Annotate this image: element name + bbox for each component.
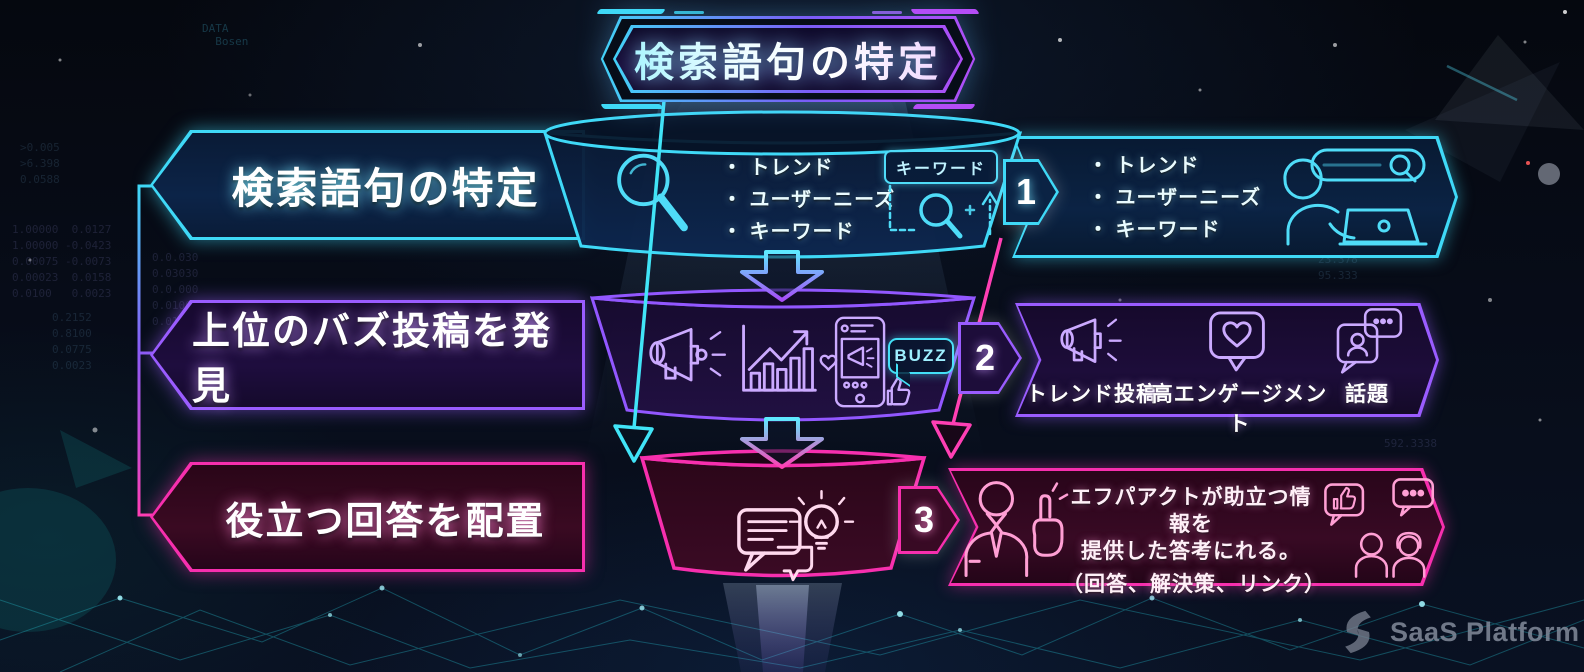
panel-3-text: エフパアクトが助立つ情報を 提供した答考にれる。 （回答、解決策、リンク）	[1062, 484, 1326, 598]
bg-data-label: DATA Bosen	[202, 22, 249, 48]
banner-step-3-label: 役立つ回答を配置	[225, 500, 546, 543]
chat-person-icon	[1336, 308, 1403, 374]
banner-step-1: 検索語句の特定	[150, 130, 585, 240]
bullet: ・ キーワード	[1088, 219, 1221, 241]
title-accent	[910, 9, 980, 14]
banner-step-2: 上位のバズ投稿を発見	[150, 300, 585, 410]
keyword-tag: キーワード	[884, 150, 999, 184]
keyword-tag-label: キーワード	[884, 150, 999, 184]
panel-step-1	[1012, 136, 1458, 258]
social-post-phone-icon	[819, 316, 911, 408]
plexus-nodes	[117, 585, 1425, 657]
search-icon	[617, 153, 688, 232]
panel-2-label-topic: 話題	[1345, 383, 1389, 406]
title-accent	[674, 11, 704, 14]
panel-3-line-1: エフパアクトが助立つ情報を	[1070, 486, 1312, 536]
title-badge: 検索語句の特定	[588, 9, 988, 109]
panel-3-line-3: （回答、解決策、リンク）	[1062, 573, 1326, 596]
growth-chart-icon	[742, 324, 817, 392]
bg-numbers-right-2: 592.3338	[1384, 437, 1437, 450]
bullet: ・ ユーザーニーズ	[722, 189, 896, 211]
banner-step-3: 役立つ回答を配置	[150, 462, 585, 572]
decor-triangle	[1435, 35, 1584, 130]
decor-circle	[1538, 163, 1560, 185]
bg-numbers-left-2: 1.00000 0.0127 1.00000 -0.0423 0.00075 -…	[12, 223, 112, 300]
megaphone-icon	[1060, 318, 1122, 363]
panel-step-1-bullets: ・ トレンド ・ ユーザーニーズ ・ キーワード	[1088, 150, 1261, 246]
title-accent	[596, 9, 666, 14]
bg-numbers-left-3: 0.2152 0.8100 0.0775 0.0023	[52, 311, 92, 372]
bullet: ・ キーワード	[722, 221, 855, 243]
person-pointing-icon	[964, 481, 1069, 577]
panel-step-3	[948, 468, 1445, 586]
answer-idea-icon	[737, 489, 855, 582]
bullet: ・ トレンド	[1088, 155, 1200, 177]
buzz-bubble-label: BUZZ	[888, 338, 954, 374]
buzz-bubble: BUZZ	[888, 338, 954, 387]
brand-name: SaaS Platform	[1390, 616, 1580, 647]
step-2-number: 2	[974, 337, 996, 378]
step-2-number-badge: 2	[958, 322, 1022, 394]
title-accent	[600, 104, 664, 109]
heart-icon	[819, 354, 838, 371]
bullet: ・ トレンド	[722, 157, 834, 179]
panel-2-label-engagement: 高エンゲージメント	[1151, 383, 1328, 436]
megaphone-icon	[649, 327, 727, 382]
step-1-number-badge: 1	[1003, 159, 1059, 225]
step-connector-line	[137, 184, 153, 517]
banner-step-2-label: 上位のバズ投稿を発見	[192, 311, 553, 408]
brand-logo-icon	[1345, 610, 1371, 654]
heart-bubble-icon	[1209, 311, 1265, 372]
funnel-stage-1-bullets: ・ トレンド ・ ユーザーニーズ ・ キーワード	[722, 152, 895, 248]
banner-step-1-label: 検索語句の特定	[231, 164, 540, 212]
step-3-number-badge: 3	[898, 486, 960, 554]
step-3-number: 3	[913, 499, 935, 540]
decor-blob	[0, 488, 116, 632]
brand-footer: SaaS Platform	[1336, 608, 1580, 656]
title-accent	[872, 11, 902, 14]
panel-3-line-2: 提供した答考にれる。	[1081, 540, 1301, 563]
keyword-search-icon	[888, 184, 999, 239]
title-accent	[912, 104, 976, 109]
bg-numbers-left-1: >0.005 >6.398 0.0588	[20, 141, 60, 186]
user-searching-icon	[1283, 148, 1428, 246]
title-label: 検索語句の特定	[588, 16, 988, 102]
panel-2-label-trend: トレンド投稿	[1026, 383, 1158, 406]
bullet: ・ ユーザーニーズ	[1088, 187, 1262, 209]
step-1-number: 1	[1015, 171, 1037, 212]
community-feedback-icon	[1324, 478, 1435, 578]
